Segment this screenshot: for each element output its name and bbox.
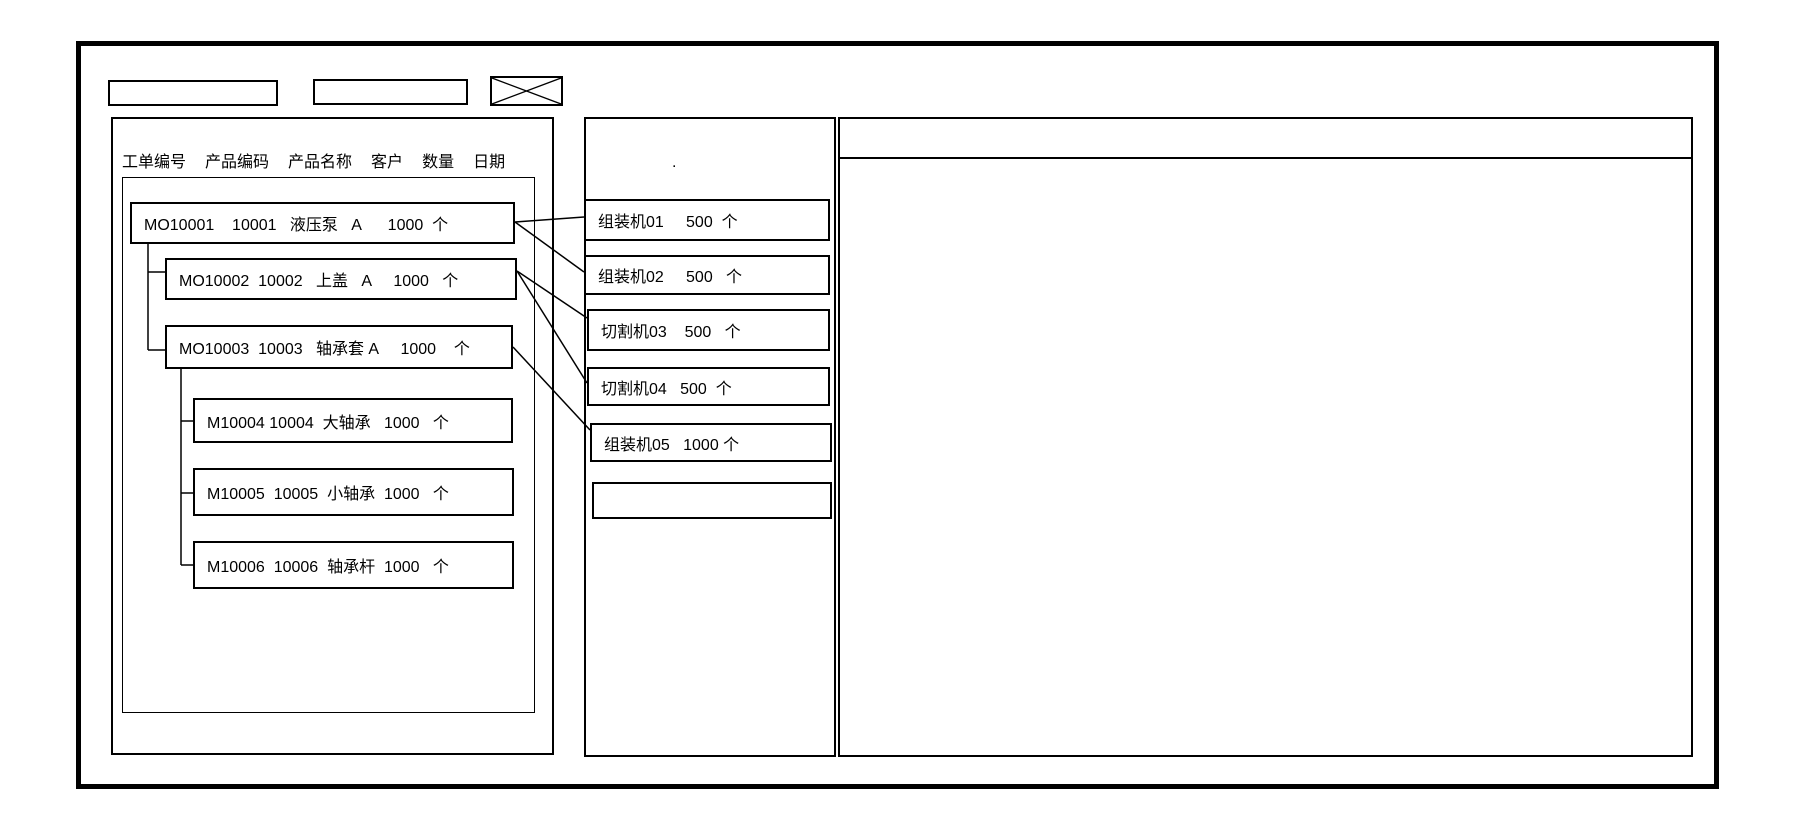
work-order-column-headers: 工单编号 产品编码 产品名称 客户 数量 日期 (122, 148, 505, 172)
order-node-M10004[interactable]: M10004 10004 大轴承 1000 个 (193, 398, 513, 443)
col-header-product-name: 产品名称 (288, 154, 353, 171)
col-header-qty: 数量 (422, 154, 455, 171)
order-node-M10006[interactable]: M10006 10006 轴承杆 1000 个 (193, 541, 514, 589)
x-cross-glyph (491, 77, 562, 105)
detail-panel-header-divider (839, 157, 1692, 159)
machine-node-zuzhuangji01[interactable]: 组装机01 500 个 (584, 199, 830, 241)
order-node-M10005[interactable]: M10005 10005 小轴承 1000 个 (193, 468, 514, 516)
col-header-date: 日期 (473, 154, 506, 171)
machine-node-zuzhuangji02[interactable]: 组装机02 500 个 (584, 255, 830, 295)
col-header-product-code: 产品编码 (205, 154, 270, 171)
machine-panel-note: . (672, 154, 677, 171)
crossed-box-icon[interactable] (490, 76, 563, 106)
col-header-customer: 客户 (371, 154, 404, 171)
order-node-MO10001[interactable]: MO10001 10001 液压泵 A 1000 个 (130, 202, 515, 244)
machine-node-qiegeji03[interactable]: 切割机03 500 个 (587, 309, 830, 351)
toolbar-field-1[interactable] (108, 80, 278, 106)
order-node-MO10003[interactable]: MO10003 10003 轴承套 A 1000 个 (165, 325, 513, 369)
machine-node-qiegeji04[interactable]: 切割机04 500 个 (587, 367, 830, 406)
detail-panel (838, 117, 1693, 757)
toolbar-field-2[interactable] (313, 79, 468, 105)
machine-node-empty[interactable] (592, 482, 832, 519)
machine-node-zuzhuangji05[interactable]: 组装机05 1000 个 (590, 423, 832, 462)
col-header-order-no: 工单编号 (122, 154, 187, 171)
order-node-MO10002[interactable]: MO10002 10002 上盖 A 1000 个 (165, 258, 517, 300)
